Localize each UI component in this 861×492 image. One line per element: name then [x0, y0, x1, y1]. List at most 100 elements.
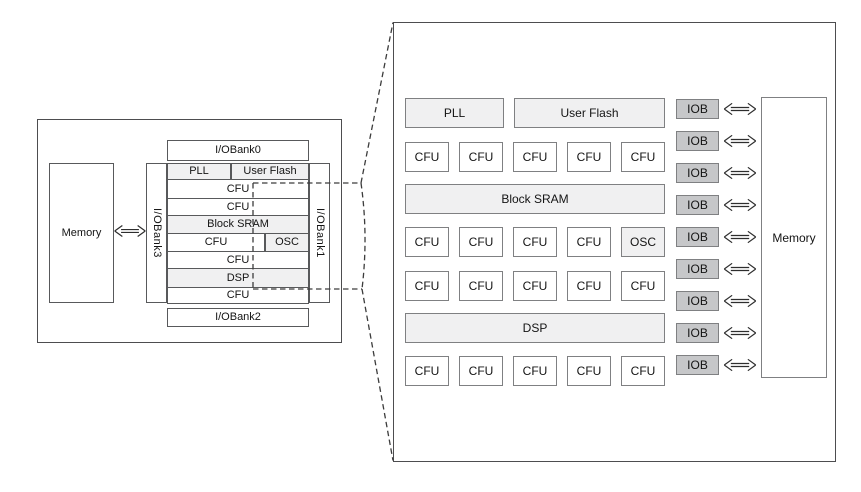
zoom-iob-block-label: IOB [687, 102, 708, 116]
zoom-cell-cfu-label: CFU [576, 279, 602, 293]
zoom-cell-cfu-label: CFU [630, 150, 656, 164]
overview-memory-block: Memory [49, 163, 114, 303]
overview-cell-user-flash: User Flash [231, 163, 309, 180]
overview-cell-osc: OSC [265, 233, 309, 252]
iob-memory-double-arrow-icon [720, 166, 760, 180]
zoom-cell-osc-label: OSC [629, 235, 656, 249]
zoom-iob-block-label: IOB [687, 358, 708, 372]
overview-cell-cfu-label: CFU [226, 200, 250, 213]
zoom-band-block-sram: Block SRAM [405, 184, 665, 214]
zoom-cell-cfu: CFU [513, 271, 557, 301]
overview-cell-user-flash-label: User Flash [243, 165, 297, 177]
overview-iobank1-strip: I/OBank1 [309, 163, 330, 303]
overview-memory-label: Memory [61, 226, 102, 239]
overview-iobank1-label: I/OBank1 [314, 208, 326, 258]
zoom-band-block-sram-label: Block SRAM [501, 192, 569, 206]
overview-iobank2-label: I/OBank2 [215, 311, 261, 323]
zoom-cell-cfu: CFU [567, 142, 611, 172]
zoom-cell-cfu: CFU [459, 227, 503, 257]
iob-memory-double-arrow-icon [720, 102, 760, 116]
iob-memory-double-arrow-icon [720, 134, 760, 148]
zoom-cell-cfu: CFU [459, 142, 503, 172]
overview-iobank0-band: I/OBank0 [167, 140, 309, 161]
zoom-cell-cfu: CFU [621, 356, 665, 386]
overview-cell-cfu: CFU [167, 233, 265, 252]
overview-cell-cfu-label: CFU [226, 182, 250, 195]
zoom-cell-osc: OSC [621, 227, 665, 257]
zoom-cell-cfu-label: CFU [576, 150, 602, 164]
zoom-cell-cfu-label: CFU [414, 235, 440, 249]
iob-memory-double-arrow-icon [720, 326, 760, 340]
zoom-cell-cfu: CFU [567, 356, 611, 386]
zoom-iob-block: IOB [676, 323, 719, 343]
zoom-cell-cfu: CFU [405, 271, 449, 301]
zoom-cell-cfu-label: CFU [522, 235, 548, 249]
zoom-cell-cfu: CFU [459, 356, 503, 386]
zoom-iob-block: IOB [676, 131, 719, 151]
overview-cell-pll: PLL [167, 163, 231, 180]
overview-cell-cfu: CFU [167, 179, 309, 199]
zoom-iob-block-label: IOB [687, 262, 708, 276]
zoom-cell-cfu-label: CFU [522, 150, 548, 164]
zoom-cell-cfu-label: CFU [468, 150, 494, 164]
zoom-iob-block: IOB [676, 99, 719, 119]
zoom-iob-block-label: IOB [687, 198, 708, 212]
zoom-cell-cfu-label: CFU [522, 279, 548, 293]
zoom-iob-block: IOB [676, 355, 719, 375]
zoom-memory-block: Memory [761, 97, 827, 378]
zoom-cell-cfu-label: CFU [468, 364, 494, 378]
overview-cell-block-sram-label: Block SRAM [207, 218, 269, 230]
zoom-memory-label: Memory [772, 230, 816, 245]
overview-iobank3-strip: I/OBank3 [146, 163, 167, 303]
zoom-cell-cfu: CFU [513, 227, 557, 257]
zoom-band-dsp-label: DSP [522, 321, 548, 335]
iob-memory-double-arrow-icon [720, 230, 760, 244]
zoom-block-user-flash: User Flash [514, 98, 665, 128]
iob-memory-double-arrow-icon [720, 358, 760, 372]
zoom-iob-block: IOB [676, 195, 719, 215]
zoom-cell-cfu-label: CFU [414, 279, 440, 293]
zoom-cell-cfu: CFU [405, 227, 449, 257]
overview-iobank3-label: I/OBank3 [151, 208, 163, 258]
overview-cell-cfu: CFU [167, 198, 309, 216]
zoom-cell-cfu-label: CFU [630, 364, 656, 378]
zoom-iob-block: IOB [676, 259, 719, 279]
zoom-cell-cfu-label: CFU [630, 279, 656, 293]
zoom-cell-cfu-label: CFU [468, 279, 494, 293]
zoom-iob-block: IOB [676, 227, 719, 247]
zoom-cell-cfu-label: CFU [468, 235, 494, 249]
zoom-iob-block-label: IOB [687, 230, 708, 244]
zoom-cell-cfu: CFU [621, 271, 665, 301]
zoom-block-pll: PLL [405, 98, 504, 128]
overview-iobank0-label: I/OBank0 [215, 144, 261, 156]
zoom-cell-cfu: CFU [405, 356, 449, 386]
overview-cell-dsp: DSP [167, 268, 309, 288]
overview-cell-cfu-label: CFU [226, 289, 250, 301]
zoom-cell-cfu: CFU [513, 142, 557, 172]
zoom-block-user-flash-label: User Flash [560, 106, 619, 120]
iob-memory-double-arrow-icon [720, 262, 760, 276]
zoom-cell-cfu-label: CFU [576, 235, 602, 249]
overview-cell-dsp-label: DSP [226, 271, 250, 284]
zoom-cell-cfu: CFU [621, 142, 665, 172]
overview-cell-pll-label: PLL [189, 165, 209, 177]
overview-cell-cfu: CFU [167, 251, 309, 269]
iob-memory-double-arrow-icon [720, 198, 760, 212]
zoom-cell-cfu: CFU [459, 271, 503, 301]
overview-cell-osc-label: OSC [275, 236, 299, 248]
zoom-cell-cfu-label: CFU [414, 150, 440, 164]
memory-iobank-double-arrow-icon [113, 223, 147, 239]
overview-cell-cfu-label: CFU [226, 253, 250, 266]
zoom-cell-cfu: CFU [567, 271, 611, 301]
zoom-cell-cfu: CFU [567, 227, 611, 257]
zoom-iob-block-label: IOB [687, 134, 708, 148]
zoom-cell-cfu-label: CFU [576, 364, 602, 378]
overview-iobank2-band: I/OBank2 [167, 308, 309, 327]
iob-memory-double-arrow-icon [720, 294, 760, 308]
